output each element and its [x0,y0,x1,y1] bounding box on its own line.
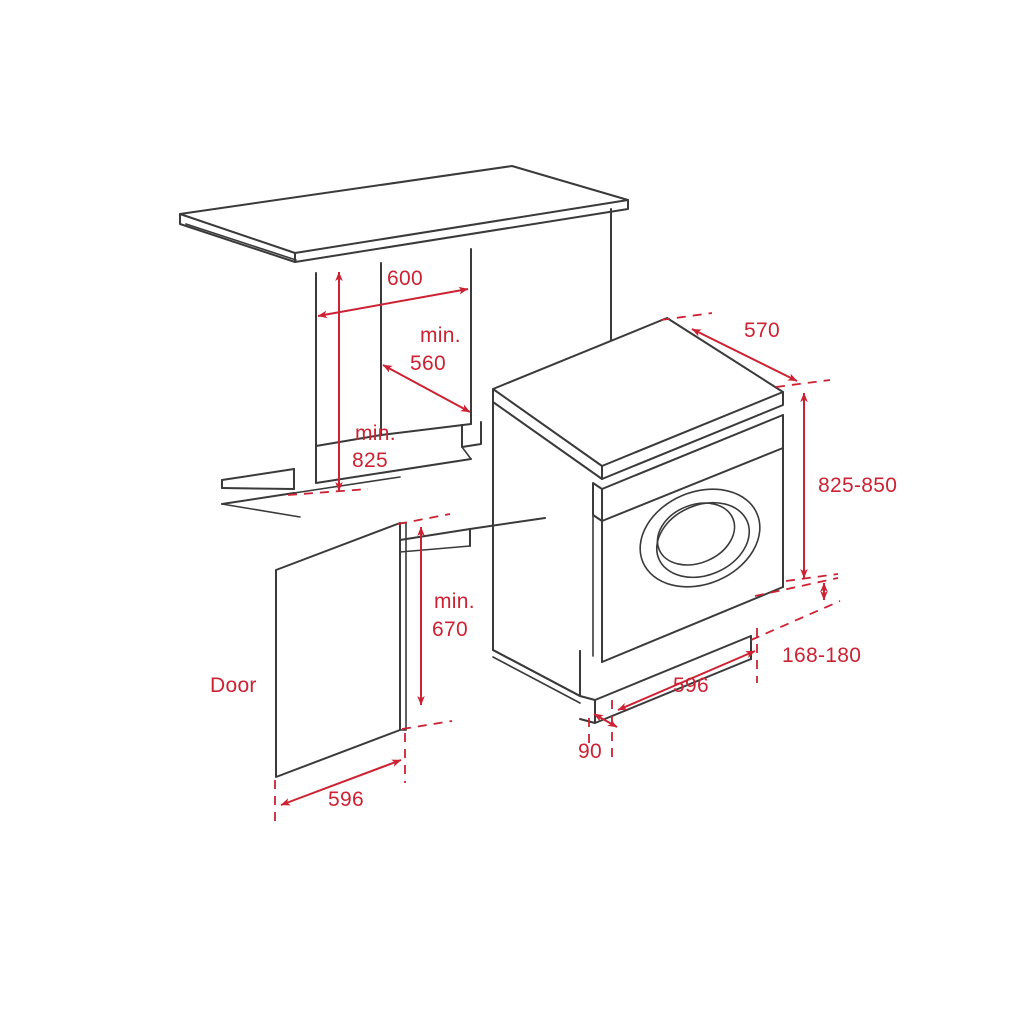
door-outer-ring [639,488,761,588]
cabinet-plinth-right [399,517,546,553]
niche-floor-side-edge [315,434,382,447]
machine-left-side [492,401,581,697]
machine-base-floor-line-2 [492,656,581,704]
dim-90-line [593,713,618,728]
dim-596-door-label: 596 [328,788,364,811]
dim-600-label: 600 [387,267,423,290]
dim-825-850-ext-bottom [785,573,839,582]
dim-168-ext-top [754,577,839,597]
dim-600-line [317,286,469,319]
dimension-plinth-height: 168-180 [750,577,861,667]
right-rail-top [469,517,546,530]
dim-596-machine-label: 596 [673,674,709,697]
dim-570-line [691,328,798,382]
dimension-niche-height: min. 825 [287,271,396,496]
dim-825-850-label: 825-850 [818,474,897,497]
dim-825-extension [287,488,369,496]
plinth-bottom-edge [221,487,295,490]
dimension-machine-width: 596 [611,628,758,760]
dim-560-label-value: 560 [410,352,446,375]
niche-floor-notch-edge [461,446,472,460]
dim-670-label-prefix: min. [434,590,475,613]
niche-floor-notch [461,421,482,448]
countertop-underside-line [185,223,297,261]
machine-door-window [639,488,761,588]
countertop [179,165,629,263]
machine-plinth [579,635,752,724]
dimension-machine-depth: 570 [660,312,831,388]
dim-560-label-prefix: min. [420,324,461,347]
countertop-right-edge [294,199,629,263]
dimension-door-height: min. 670 [397,513,475,730]
dimension-niche-width: 600 [317,267,469,319]
dim-670-ext-top [397,513,451,525]
dim-168-ext-bottom [750,600,841,641]
right-rail-lower-2 [399,545,471,553]
dim-90-label: 90 [578,740,602,763]
dim-168-180-label: 168-180 [782,644,861,667]
machine-base-floor-line [492,649,581,697]
niche-floor-back-edge [380,423,472,436]
machine-front-bottom-edge [601,586,784,663]
machine-plinth-left-inner [579,695,596,701]
machine-top-left-thickness [492,388,603,480]
furniture-door-panel [275,522,407,778]
washing-machine [492,317,784,724]
door-middle-ring [655,501,751,579]
dim-570-ext-right [775,379,831,388]
machine-plinth-left-return [579,650,596,724]
plinth-lower-rail-2 [293,476,401,494]
dim-825-label-value: 825 [352,449,388,472]
machine-control-panel-top [601,414,784,490]
cabinet-plinth-left [221,468,401,518]
door-panel-face [275,522,401,778]
dimension-door-width: 596 [274,733,406,823]
right-rail-lower [399,528,471,541]
dim-570-ext-left [660,312,713,321]
machine-control-panel-bottom [601,447,784,522]
dimension-niche-depth: min. 560 [382,324,471,413]
countertop-front-edge [179,213,296,263]
dim-560-line [382,364,471,413]
dim-596-machine-line [617,650,756,711]
plinth-top-edge [221,468,295,481]
machine-top-right-thickness [601,391,784,480]
dim-825-label-prefix: min. [355,422,396,445]
dimension-machine-height: 825-850 [785,392,897,582]
dimension-plinth-offset: 90 [578,713,618,763]
dim-570-label: 570 [744,319,780,342]
machine-top-surface [492,317,784,467]
dim-670-label-value: 670 [432,618,468,641]
dim-670-ext-bottom [401,720,453,730]
plinth-lower-rail [221,492,295,505]
countertop-top-surface [179,165,629,254]
door-inner-glass [656,502,736,566]
plinth-lower-rail-3 [221,503,301,518]
machine-control-panel-left-edge [592,482,603,522]
dim-596-door-line [280,759,402,806]
door-text-label: Door [210,674,257,697]
